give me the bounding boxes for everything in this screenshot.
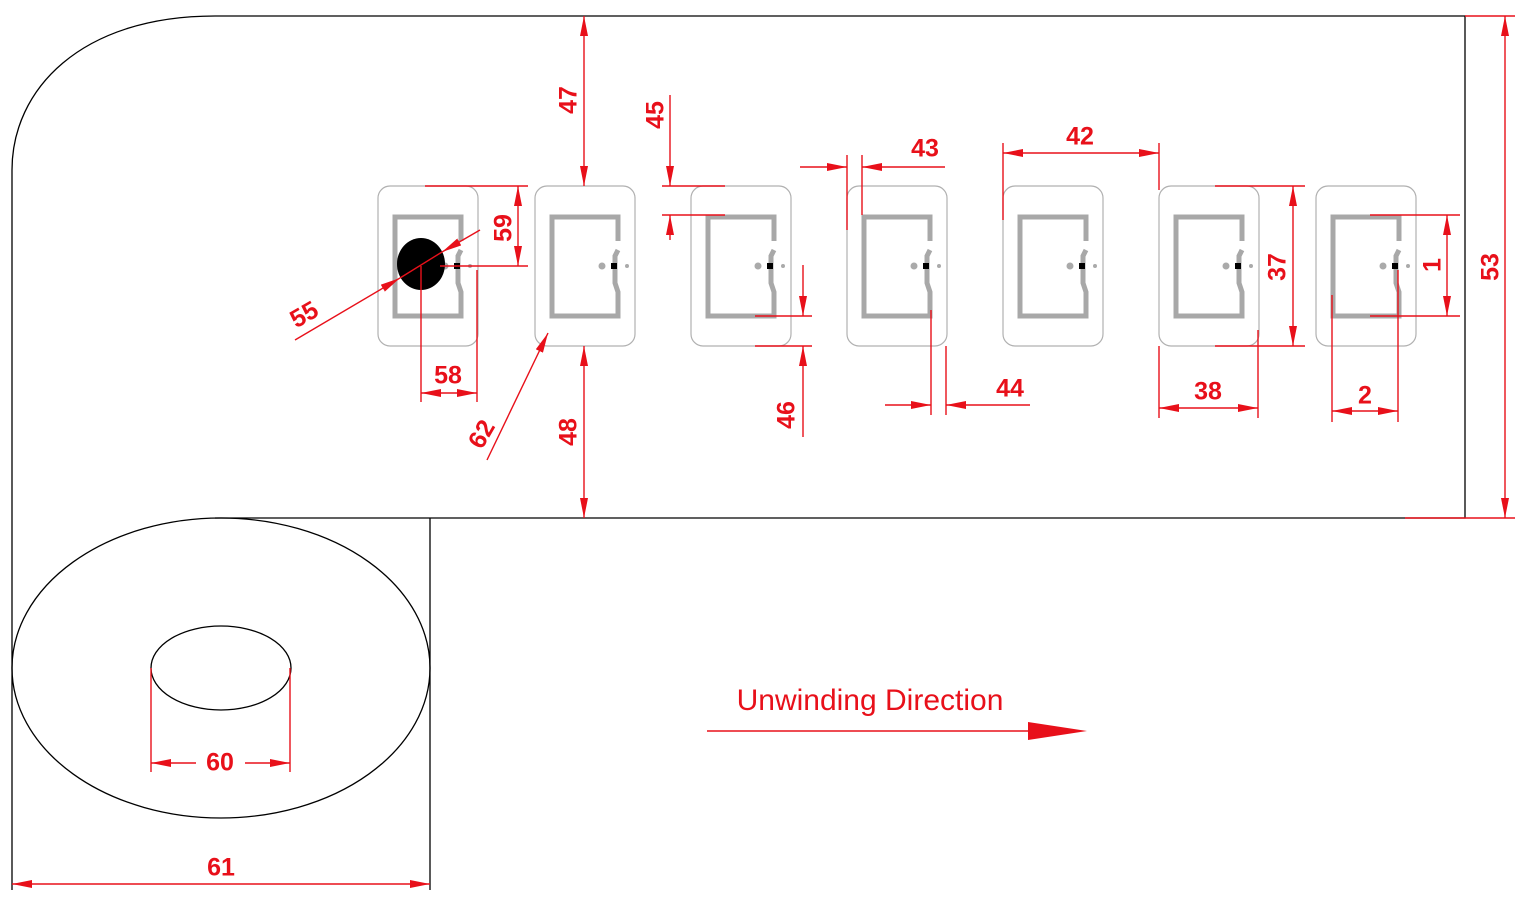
rfid-inlay <box>535 186 635 346</box>
svg-text:53: 53 <box>1477 253 1505 281</box>
svg-text:43: 43 <box>911 135 939 163</box>
svg-text:2: 2 <box>1358 382 1372 410</box>
svg-text:46: 46 <box>773 401 801 429</box>
svg-text:38: 38 <box>1194 378 1222 406</box>
dimension-58: 58 <box>420 266 478 402</box>
svg-text:59: 59 <box>490 214 518 242</box>
svg-text:44: 44 <box>996 375 1024 403</box>
dimension-59: 59 <box>425 185 528 267</box>
roll-core <box>150 625 292 711</box>
rfid-inlay <box>1159 186 1259 346</box>
black-mark <box>397 238 445 290</box>
dimension-38: 38 <box>1158 330 1259 418</box>
svg-text:55: 55 <box>285 296 323 334</box>
svg-text:58: 58 <box>434 362 462 390</box>
svg-text:37: 37 <box>1264 253 1292 281</box>
dimension-47: 47 <box>555 16 588 186</box>
svg-text:61: 61 <box>207 854 235 882</box>
dimension-43: 43 <box>800 135 945 230</box>
dimension-53: 53 <box>1405 15 1515 519</box>
dimension-48: 48 <box>555 346 588 518</box>
rfid-inlay <box>1316 186 1416 346</box>
svg-text:1: 1 <box>1419 258 1447 272</box>
dimension-61: 61 <box>12 854 430 888</box>
svg-text:45: 45 <box>642 101 670 129</box>
label-web-outline <box>11 15 1466 890</box>
svg-text:47: 47 <box>555 86 583 114</box>
rfid-inlay <box>691 186 791 346</box>
dimension-42: 42 <box>1002 123 1160 220</box>
dimension-1: 1 <box>1370 214 1460 317</box>
unwinding-direction: Unwinding Direction <box>707 684 1087 740</box>
inlays <box>378 186 1416 346</box>
dimension-2: 2 <box>1331 270 1399 422</box>
dimension-37: 37 <box>1215 185 1305 347</box>
svg-text:42: 42 <box>1066 123 1094 151</box>
svg-text:62: 62 <box>463 415 501 453</box>
dimension-62: 62 <box>463 332 549 461</box>
svg-text:60: 60 <box>206 749 234 777</box>
dimension-46: 46 <box>755 265 812 437</box>
dimension-60: 60 <box>150 668 291 777</box>
dimension-45: 45 <box>642 95 725 240</box>
svg-text:48: 48 <box>555 418 583 446</box>
arrow-right-icon <box>1028 722 1087 740</box>
rfid-inlay <box>1003 186 1103 346</box>
unwinding-direction-label: Unwinding Direction <box>737 684 1004 717</box>
dimension-44: 44 <box>885 310 1030 415</box>
